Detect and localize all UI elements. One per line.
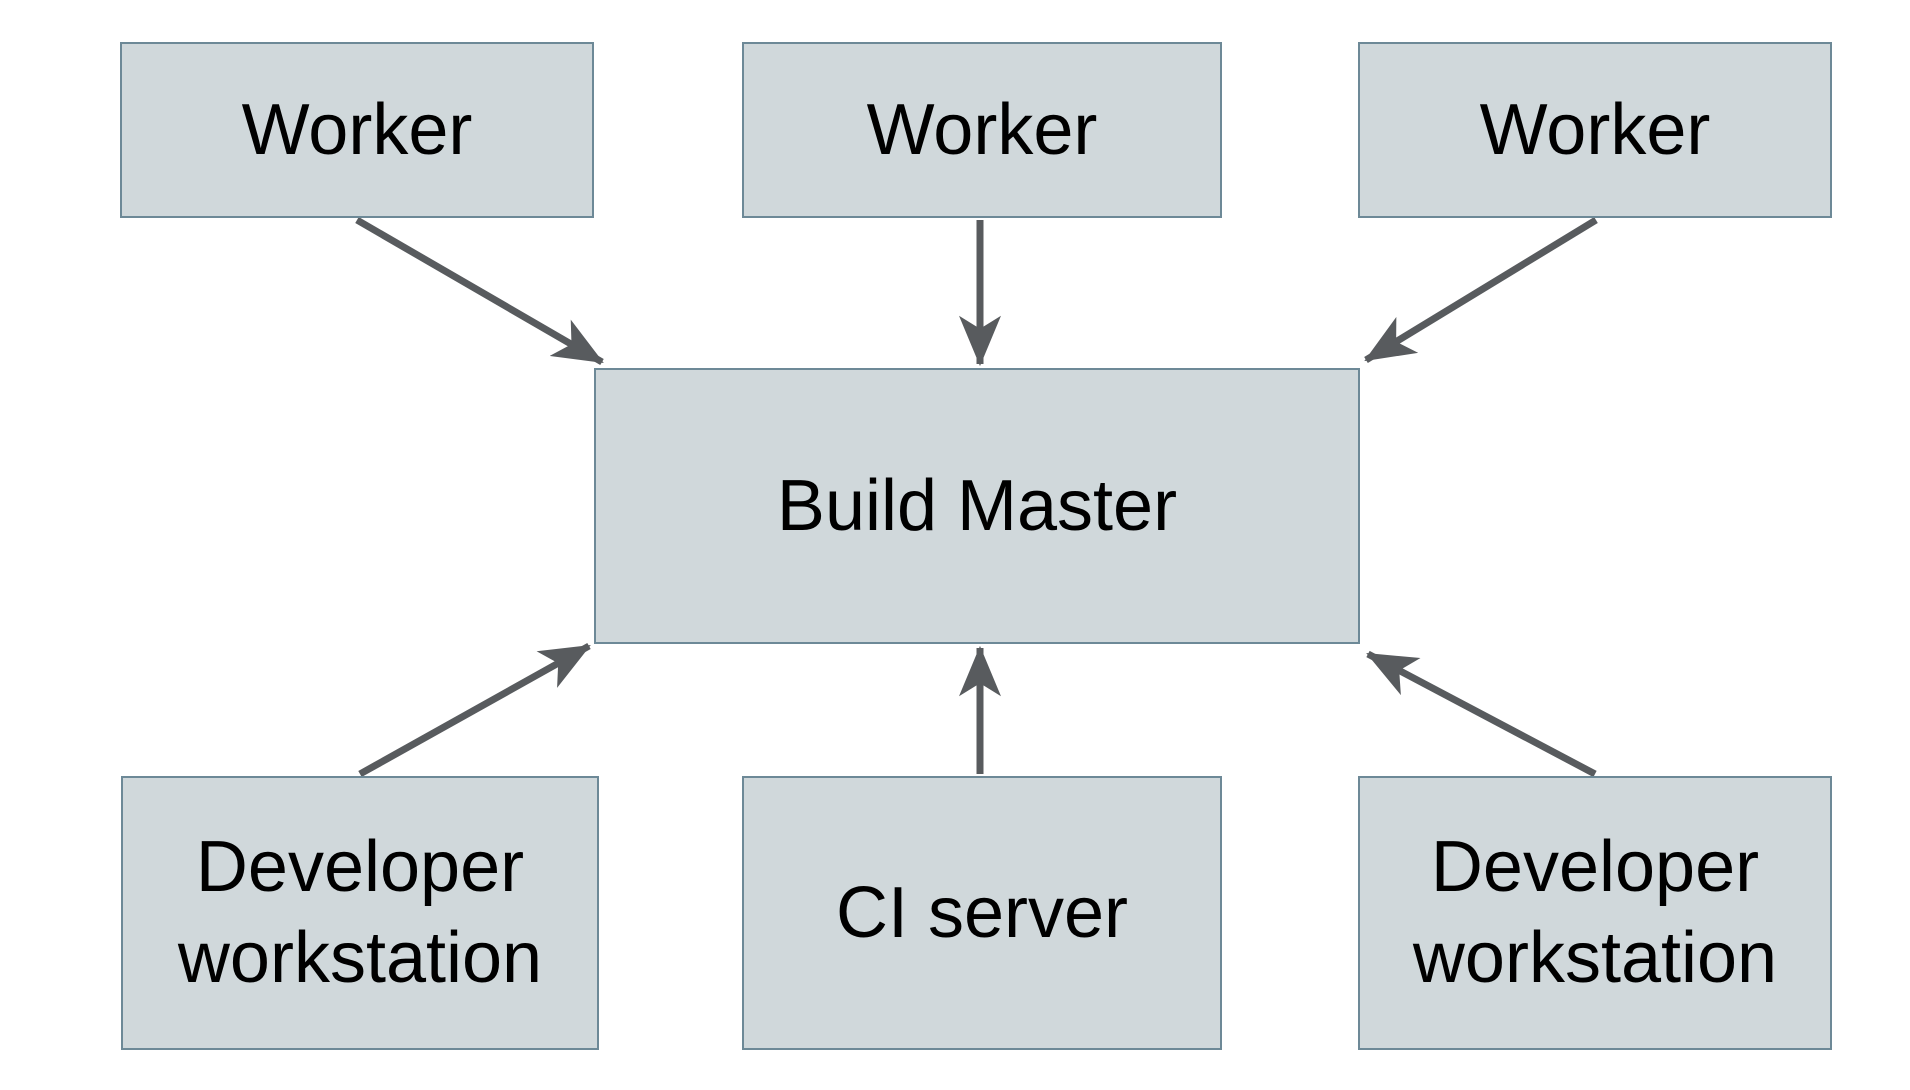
node-dev-workstation-right-label: Developer workstation [1412, 827, 1778, 998]
node-worker-left-label: Worker [241, 89, 473, 170]
node-worker-left: Worker [120, 42, 594, 218]
node-dev-workstation-left-label: Developer workstation [177, 827, 543, 998]
arrow-worker-left-to-build-master [355, 216, 604, 366]
node-ci-server-label: CI server [835, 872, 1129, 953]
node-build-master-label: Build Master [776, 465, 1178, 546]
node-dev-workstation-right: Developer workstation [1358, 776, 1832, 1050]
node-build-master: Build Master [594, 368, 1360, 644]
node-ci-server: CI server [742, 776, 1222, 1050]
arrow-dev-workstation-right-to-build-master [1366, 650, 1597, 778]
node-worker-center-label: Worker [866, 89, 1098, 170]
arrow-dev-workstation-left-to-build-master [358, 642, 591, 778]
node-dev-workstation-left: Developer workstation [121, 776, 599, 1050]
arrow-worker-right-to-build-master [1364, 217, 1598, 363]
node-worker-right-label: Worker [1479, 89, 1711, 170]
node-worker-center: Worker [742, 42, 1222, 218]
node-worker-right: Worker [1358, 42, 1832, 218]
